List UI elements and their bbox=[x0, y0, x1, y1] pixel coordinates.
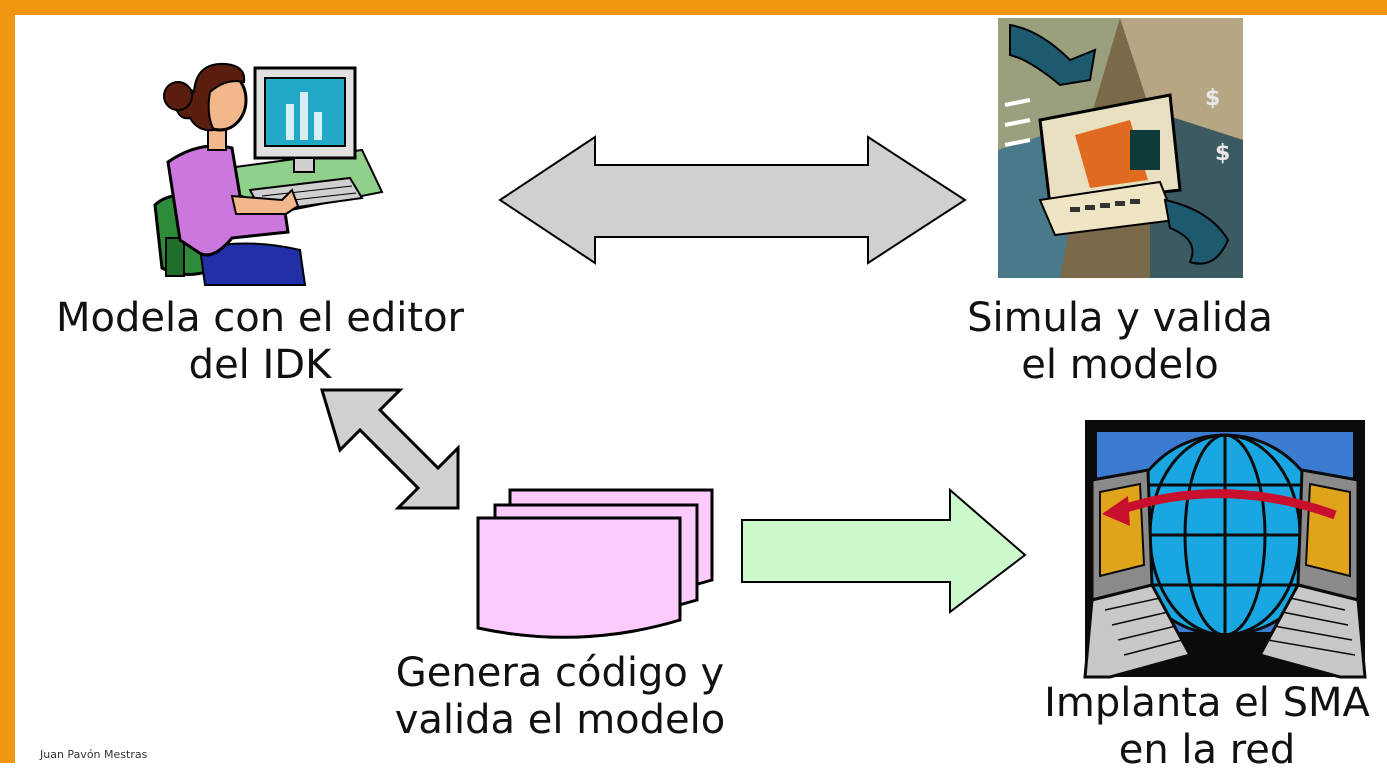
label-deploy-line2: en la red bbox=[1118, 727, 1296, 773]
label-generate-line1: Genera código y bbox=[395, 650, 725, 696]
label-generate-line2: valida el modelo bbox=[394, 697, 726, 743]
svg-text:$: $ bbox=[1205, 86, 1220, 111]
label-deploy-step: Implanta el SMA en la red bbox=[1037, 680, 1377, 774]
forward-arrow bbox=[741, 487, 1027, 615]
woman-at-computer-icon bbox=[153, 62, 384, 286]
label-model-step: Modela con el editor del IDK bbox=[40, 295, 480, 389]
frame-top-border bbox=[0, 0, 1387, 15]
label-generate-step: Genera código y valida el modelo bbox=[380, 650, 740, 744]
label-deploy-line1: Implanta el SMA bbox=[1044, 680, 1370, 726]
bidirectional-arrow-top bbox=[498, 135, 967, 265]
label-simulate-line1: Simula y valida bbox=[967, 295, 1273, 341]
documents-stack-icon bbox=[476, 488, 714, 639]
footer-author: Juan Pavón Mestras bbox=[40, 748, 148, 761]
label-model-line2: del IDK bbox=[188, 342, 332, 388]
network-globe-icon bbox=[1083, 420, 1367, 679]
simulation-collage-icon: $ $ bbox=[998, 18, 1243, 278]
label-model-line1: Modela con el editor bbox=[55, 295, 464, 341]
label-simulate-line2: el modelo bbox=[1021, 342, 1219, 388]
bidirectional-arrow-diagonal bbox=[319, 388, 460, 510]
svg-text:$: $ bbox=[1215, 141, 1230, 166]
label-simulate-step: Simula y valida el modelo bbox=[940, 295, 1300, 389]
frame-left-border bbox=[0, 0, 15, 763]
